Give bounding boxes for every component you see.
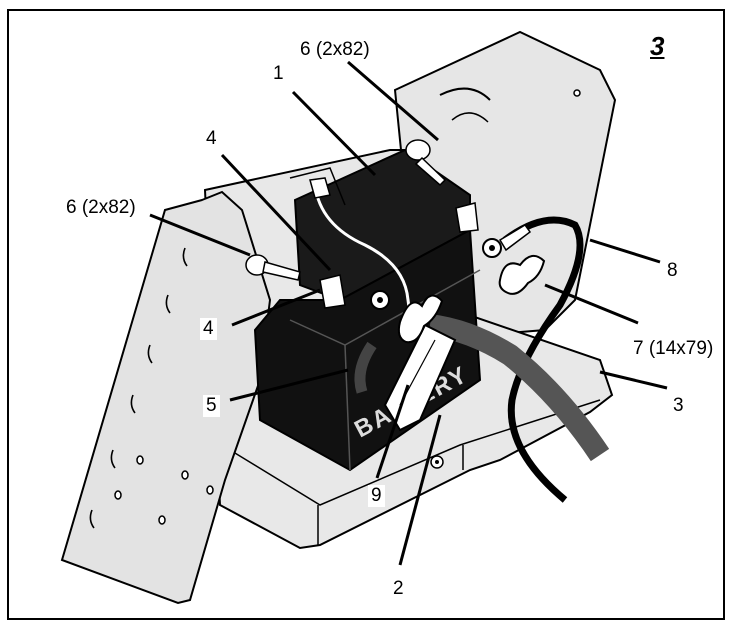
positive-cable — [428, 314, 610, 462]
back-plate-slot — [439, 87, 491, 101]
callout-6-top: 6 (2x82) — [297, 39, 373, 61]
callout-9: 9 — [368, 485, 385, 507]
callout-1: 1 — [270, 63, 287, 85]
callout-4-bottom: 4 — [200, 318, 217, 340]
figure-frame — [7, 9, 725, 620]
callout-5: 5 — [203, 395, 220, 417]
callout-8: 8 — [664, 260, 681, 282]
callout-7: 7 (14x79) — [630, 338, 717, 360]
bolt-left — [245, 254, 301, 281]
front-plate — [60, 190, 272, 605]
negative-cable — [502, 216, 584, 503]
figure-number: 3 — [650, 31, 665, 61]
hold-down-wire — [313, 184, 414, 331]
callout-6-left: 6 (2x82) — [63, 197, 139, 219]
wing-nut-left — [397, 294, 444, 344]
callout-4-top: 4 — [203, 128, 220, 150]
wing-nut-right — [498, 254, 546, 295]
callout-2: 2 — [390, 578, 407, 600]
callout-3: 3 — [670, 395, 687, 417]
leader-lines — [149, 60, 668, 566]
bolt-top — [405, 139, 447, 187]
